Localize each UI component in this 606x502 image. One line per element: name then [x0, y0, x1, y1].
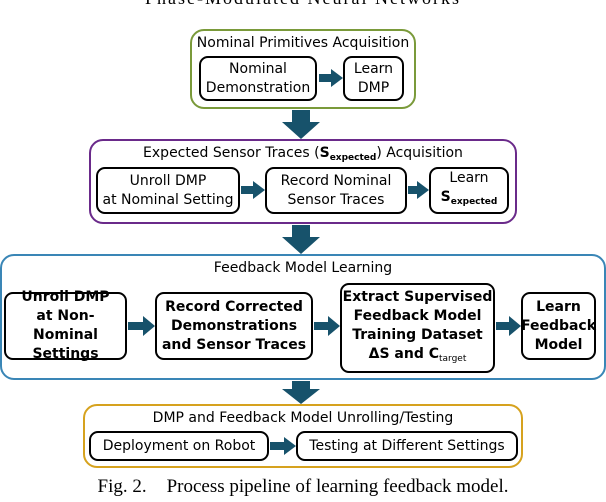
arrow-down-icon: [282, 381, 320, 404]
box-label: Learn DMP: [353, 60, 394, 96]
box-unroll-dmp-nominal: Unroll DMP at Nominal Setting: [96, 167, 240, 214]
arrow-icon: [241, 181, 265, 199]
subscript: target: [439, 353, 467, 364]
box-unroll-dmp-non-nominal: Unroll DMP at Non-Nominal Settings: [4, 289, 127, 362]
box-label: Unroll DMP at Nominal Setting: [102, 172, 234, 208]
box-label: Learn Feedback Model: [520, 298, 597, 353]
group-unrolling-testing: DMP and Feedback Model Unrolling/Testing: [83, 404, 523, 468]
box-label: Learn: [449, 170, 489, 186]
arrow-icon: [408, 181, 429, 199]
box-learn-dmp: Learn DMP: [343, 56, 404, 101]
group-expected-sensor-traces: Expected Sensor Traces (Sexpected) Acqui…: [89, 139, 517, 224]
symbol-and: and: [389, 345, 429, 362]
group-nominal-primitives: Nominal Primitives Acquisition: [190, 29, 416, 109]
arrow-icon: [270, 437, 296, 455]
caption-label: Fig. 2.: [97, 476, 147, 497]
arrow-icon: [128, 316, 155, 336]
page-header: Phase-Modulated Neural Networks: [0, 0, 606, 9]
box-learn-s-expected: Learn Sexpected: [429, 167, 509, 214]
group-title: DMP and Feedback Model Unrolling/Testing: [152, 410, 454, 426]
box-testing-different-settings: Testing at Different Settings: [296, 431, 518, 461]
box-label: Nominal Demonstration: [205, 60, 311, 96]
box-extract-dataset: Extract Supervised Feedback Model Traini…: [340, 283, 495, 373]
box-label: Unroll DMP at Non-Nominal Settings: [21, 289, 110, 362]
symbol-c: C: [428, 345, 439, 362]
symbol-delta-s: ΔS: [368, 345, 390, 362]
arrow-icon: [319, 69, 343, 87]
box-label: Record Nominal Sensor Traces: [280, 172, 392, 208]
arrow-down-icon: [282, 225, 320, 254]
title-text-end: ) Acquisition: [376, 145, 463, 161]
box-nominal-demonstration: Nominal Demonstration: [199, 56, 317, 101]
symbol: S: [440, 189, 451, 205]
box-learn-feedback-model: Learn Feedback Model: [521, 292, 596, 360]
group-title: Feedback Model Learning: [213, 260, 393, 276]
box-record-nominal-sensor: Record Nominal Sensor Traces: [265, 167, 407, 214]
group-title: Nominal Primitives Acquisition: [196, 35, 410, 51]
box-symbol-line: ΔS and Ctarget: [369, 345, 467, 369]
box-label: Record Corrected Demonstrations and Sens…: [161, 298, 307, 353]
caption-text: Process pipeline of learning feedback mo…: [166, 476, 509, 497]
group-feedback-model-learning: Feedback Model Learning: [0, 254, 606, 380]
box-label: Deployment on Robot: [102, 437, 256, 454]
title-symbol: S: [319, 145, 330, 161]
arrow-down-icon: [282, 110, 320, 139]
figure-caption: Fig. 2. Process pipeline of learning feed…: [0, 476, 606, 498]
box-label: Testing at Different Settings: [309, 437, 505, 454]
subscript: expected: [450, 197, 498, 207]
title-text: Expected Sensor Traces (: [143, 145, 320, 161]
arrow-icon: [314, 316, 340, 336]
group-title: Expected Sensor Traces (Sexpected) Acqui…: [91, 145, 515, 166]
box-record-corrected: Record Corrected Demonstrations and Sens…: [155, 292, 313, 360]
box-label: Extract Supervised Feedback Model Traini…: [342, 288, 493, 343]
box-deployment-on-robot: Deployment on Robot: [89, 431, 269, 461]
title-subscript: expected: [329, 153, 377, 163]
arrow-icon: [496, 316, 521, 336]
box-symbol-line: Sexpected: [441, 188, 498, 212]
